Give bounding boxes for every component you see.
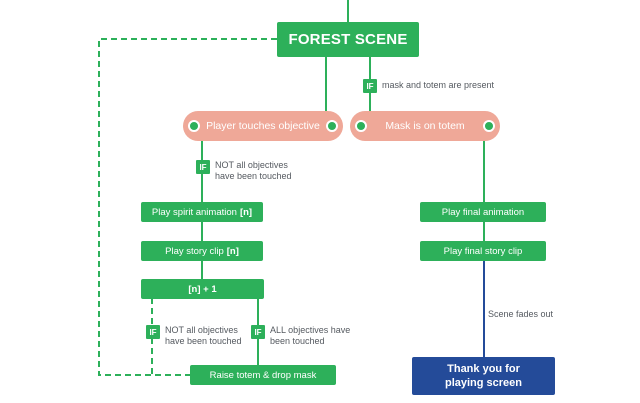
condition-not-all-bottom: IF NOT all objectives have been touched: [146, 325, 242, 347]
connector-dot-right: [483, 120, 495, 132]
connector-dot-left: [355, 120, 367, 132]
play-spirit-animation-node: Play spirit animation[n]: [141, 202, 263, 222]
node-label: playing screen: [444, 377, 523, 389]
play-final-story-clip-node: Play final story clip: [420, 241, 546, 261]
condition-text: NOT all objectives have been touched: [215, 160, 292, 182]
condition-line: NOT all objectives: [165, 325, 238, 335]
play-final-animation-node: Play final animation: [420, 202, 546, 222]
raise-totem-node: Raise totem & drop mask: [190, 365, 336, 385]
condition-not-all-top: IF NOT all objectives have been touched: [196, 160, 292, 182]
condition-line: NOT all objectives: [215, 160, 288, 170]
mask-on-totem-label: Mask is on totem: [385, 120, 465, 132]
player-touches-objective-node: Player touches objective: [183, 111, 343, 141]
condition-line: ALL objectives have: [270, 325, 351, 335]
node-tag: [n]: [239, 206, 253, 218]
condition-text: mask and totem are present: [382, 80, 495, 90]
if-badge: IF: [196, 160, 210, 174]
if-badge: IF: [146, 325, 160, 339]
connector-dot-right: [326, 120, 338, 132]
node-tag: [n]: [226, 245, 239, 257]
node-label: Thank you for: [447, 363, 520, 375]
condition-mask-totem: IF mask and totem are present: [363, 79, 494, 93]
loop-dashed-outer: [98, 38, 277, 376]
thank-you-screen-node: Thank you for playing screen: [412, 357, 555, 395]
connector-dot-left: [188, 120, 200, 132]
condition-text: NOT all objectives have been touched: [165, 325, 242, 347]
if-badge: IF: [251, 325, 265, 339]
n-plus-one-node: [n] + 1: [141, 279, 264, 299]
condition-line: been touched: [270, 336, 325, 346]
if-badge: IF: [363, 79, 377, 93]
play-story-clip-node: Play story clip[n]: [141, 241, 263, 261]
player-touches-objective-label: Player touches objective: [206, 120, 320, 132]
forest-scene-node: FOREST SCENE: [277, 22, 419, 57]
condition-line: have been touched: [165, 336, 242, 346]
condition-line: have been touched: [215, 171, 292, 181]
node-label: Play spirit animation: [151, 206, 237, 218]
mask-on-totem-node: Mask is on totem: [350, 111, 500, 141]
scene-fades-out-note: Scene fades out: [488, 309, 554, 319]
condition-text: ALL objectives have been touched: [270, 325, 350, 347]
condition-all-touched: IF ALL objectives have been touched: [251, 325, 350, 347]
node-label: Play story clip: [165, 245, 224, 257]
